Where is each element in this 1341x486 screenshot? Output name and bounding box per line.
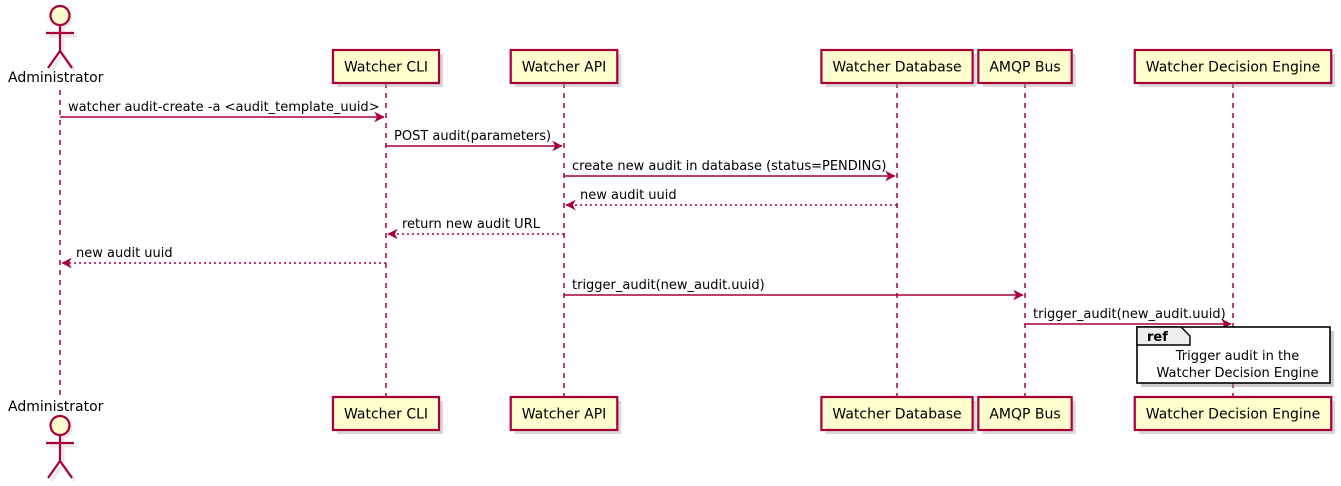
participant-box-watcher-decision-engine-bottom[interactable]: Watcher Decision Engine bbox=[1133, 395, 1336, 434]
message-label: new audit uuid bbox=[580, 188, 677, 203]
message-label: new audit uuid bbox=[76, 246, 173, 261]
participant-label: AMQP Bus bbox=[989, 60, 1060, 76]
arrow-head-icon bbox=[565, 199, 576, 211]
participant-label: Watcher CLI bbox=[344, 60, 428, 76]
participant-box-rect bbox=[1133, 48, 1333, 85]
participant-box-watcher-database-bottom[interactable]: Watcher Database bbox=[820, 395, 977, 434]
participant-label: Watcher Decision Engine bbox=[1146, 60, 1320, 76]
reference-frame-line: Watcher Decision Engine bbox=[1157, 366, 1319, 381]
message-label: POST audit(parameters) bbox=[394, 129, 551, 144]
actor-leg-right bbox=[59, 460, 73, 479]
arrow-head-icon bbox=[387, 228, 398, 240]
message-8[interactable]: trigger_audit(new_audit.uuid) bbox=[1025, 307, 1232, 330]
participant-box-watcher-api-bottom[interactable]: Watcher API bbox=[509, 395, 622, 434]
lifelines-layer bbox=[59, 83, 1234, 400]
participant-box-amqp-bus-top[interactable]: AMQP Bus bbox=[977, 48, 1076, 87]
message-label: trigger_audit(new_audit.uuid) bbox=[572, 278, 765, 293]
participant-label: Watcher API bbox=[522, 60, 607, 76]
arrow-head-icon bbox=[61, 257, 72, 269]
actor-label: Administrator bbox=[8, 70, 104, 86]
actor-administrator-top[interactable]: Administrator bbox=[8, 4, 104, 86]
actor-head-icon bbox=[49, 414, 71, 437]
participant-box-rect bbox=[1133, 395, 1333, 432]
actor-administrator-bottom[interactable]: Administrator bbox=[8, 399, 104, 482]
message-6[interactable]: new audit uuid bbox=[61, 246, 386, 269]
message-4[interactable]: new audit uuid bbox=[565, 188, 897, 211]
actor-leg-left bbox=[47, 460, 61, 479]
arrow-head-icon bbox=[374, 111, 385, 123]
arrow-head-icon bbox=[552, 140, 563, 152]
participant-label: Watcher CLI bbox=[344, 407, 428, 423]
message-label: return new audit URL bbox=[402, 217, 541, 232]
reference-frame-tab bbox=[1136, 326, 1191, 346]
actor-leg-right bbox=[59, 50, 73, 69]
participant-box-rect bbox=[977, 395, 1073, 432]
message-1[interactable]: watcher audit-create -a <audit_template_… bbox=[60, 100, 385, 123]
actor-leg-left bbox=[47, 50, 61, 69]
message-5[interactable]: return new audit URL bbox=[387, 217, 564, 240]
participant-box-rect bbox=[509, 395, 619, 432]
arrow-head-icon bbox=[1013, 289, 1024, 301]
participant-label: AMQP Bus bbox=[989, 407, 1060, 423]
message-label: watcher audit-create -a <audit_template_… bbox=[68, 100, 380, 115]
message-3[interactable]: create new audit in database (status=PEN… bbox=[564, 159, 896, 182]
message-7[interactable]: trigger_audit(new_audit.uuid) bbox=[564, 278, 1024, 301]
message-label: trigger_audit(new_audit.uuid) bbox=[1033, 307, 1226, 322]
actor-label: Administrator bbox=[8, 399, 104, 415]
arrow-head-icon bbox=[885, 170, 896, 182]
participant-box-watcher-decision-engine-top[interactable]: Watcher Decision Engine bbox=[1133, 48, 1336, 87]
participant-box-amqp-bus-bottom[interactable]: AMQP Bus bbox=[977, 395, 1076, 434]
participant-box-rect bbox=[331, 48, 441, 85]
messages-layer: watcher audit-create -a <audit_template_… bbox=[60, 100, 1232, 330]
reference-frame-operator: ref bbox=[1147, 330, 1168, 345]
participant-label: Watcher Database bbox=[832, 60, 961, 76]
participant-box-rect bbox=[820, 395, 974, 432]
participant-boxes-layer: Watcher CLI Watcher CLI Watcher API Watcher… bbox=[8, 4, 1336, 482]
reference-frame-line: Trigger audit in the bbox=[1175, 349, 1300, 364]
participant-label: Watcher Decision Engine bbox=[1146, 407, 1320, 423]
participant-box-watcher-api-top[interactable]: Watcher API bbox=[509, 48, 622, 87]
message-label: create new audit in database (status=PEN… bbox=[572, 159, 887, 174]
participant-box-rect bbox=[977, 48, 1073, 85]
participant-label: Watcher API bbox=[522, 407, 607, 423]
participant-box-rect bbox=[331, 395, 441, 432]
participant-box-rect bbox=[820, 48, 974, 85]
actor-head-icon bbox=[49, 4, 71, 27]
participant-box-watcher-cli-top[interactable]: Watcher CLI bbox=[331, 48, 444, 87]
message-2[interactable]: POST audit(parameters) bbox=[386, 129, 563, 152]
participant-label: Watcher Database bbox=[832, 407, 961, 423]
participant-box-rect bbox=[509, 48, 619, 85]
participant-box-watcher-cli-bottom[interactable]: Watcher CLI bbox=[331, 395, 444, 434]
participant-box-watcher-database-top[interactable]: Watcher Database bbox=[820, 48, 977, 87]
